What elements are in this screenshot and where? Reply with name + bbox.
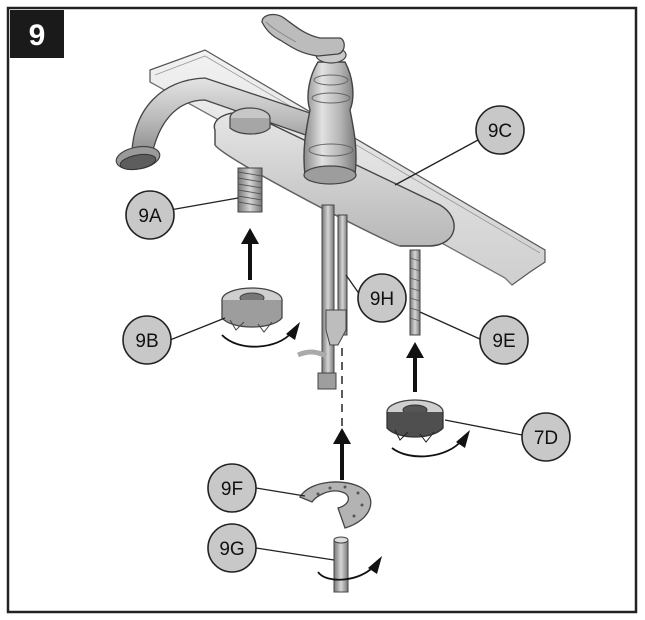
supply-lines — [297, 204, 348, 430]
svg-text:9F: 9F — [221, 479, 243, 500]
threaded-rod-right — [409, 249, 421, 336]
arrow-up-9a — [241, 228, 259, 280]
svg-text:9E: 9E — [492, 331, 515, 352]
svg-text:9C: 9C — [488, 121, 512, 142]
step-number: 9 — [29, 19, 46, 52]
svg-text:7D: 7D — [534, 428, 558, 449]
leader-lines — [169, 139, 523, 561]
callout-9f: 9F — [207, 463, 257, 513]
arrow-up-9f — [333, 428, 351, 480]
threaded-shank-left — [237, 167, 263, 213]
faucet-handle — [261, 13, 345, 57]
callout-9b: 9B — [122, 315, 172, 365]
mount-boss — [229, 107, 271, 135]
threaded-pin — [333, 536, 349, 593]
svg-text:9A: 9A — [138, 206, 162, 227]
callout-9h: 9H — [357, 273, 407, 323]
faucet-body — [303, 46, 357, 185]
mounting-nut-7d — [386, 399, 444, 443]
callout-9g: 9G — [207, 523, 257, 573]
direction-arrows — [221, 228, 470, 581]
step-badge: 9 — [10, 10, 64, 58]
rotate-arrow-7d — [391, 430, 470, 458]
faucet-spout — [115, 77, 326, 171]
rotate-arrow-9g — [317, 556, 382, 581]
callout-9a: 9A — [125, 190, 175, 240]
svg-text:9B: 9B — [135, 331, 158, 352]
arrow-up-9e — [406, 342, 424, 392]
callout-9c: 9C — [475, 105, 525, 155]
rotate-arrow-9b — [221, 322, 300, 348]
svg-text:9H: 9H — [370, 289, 394, 310]
callout-9e: 9E — [479, 315, 529, 365]
svg-text:9G: 9G — [219, 539, 244, 560]
callout-7d: 7D — [521, 412, 571, 462]
horseshoe-washer — [299, 481, 372, 529]
